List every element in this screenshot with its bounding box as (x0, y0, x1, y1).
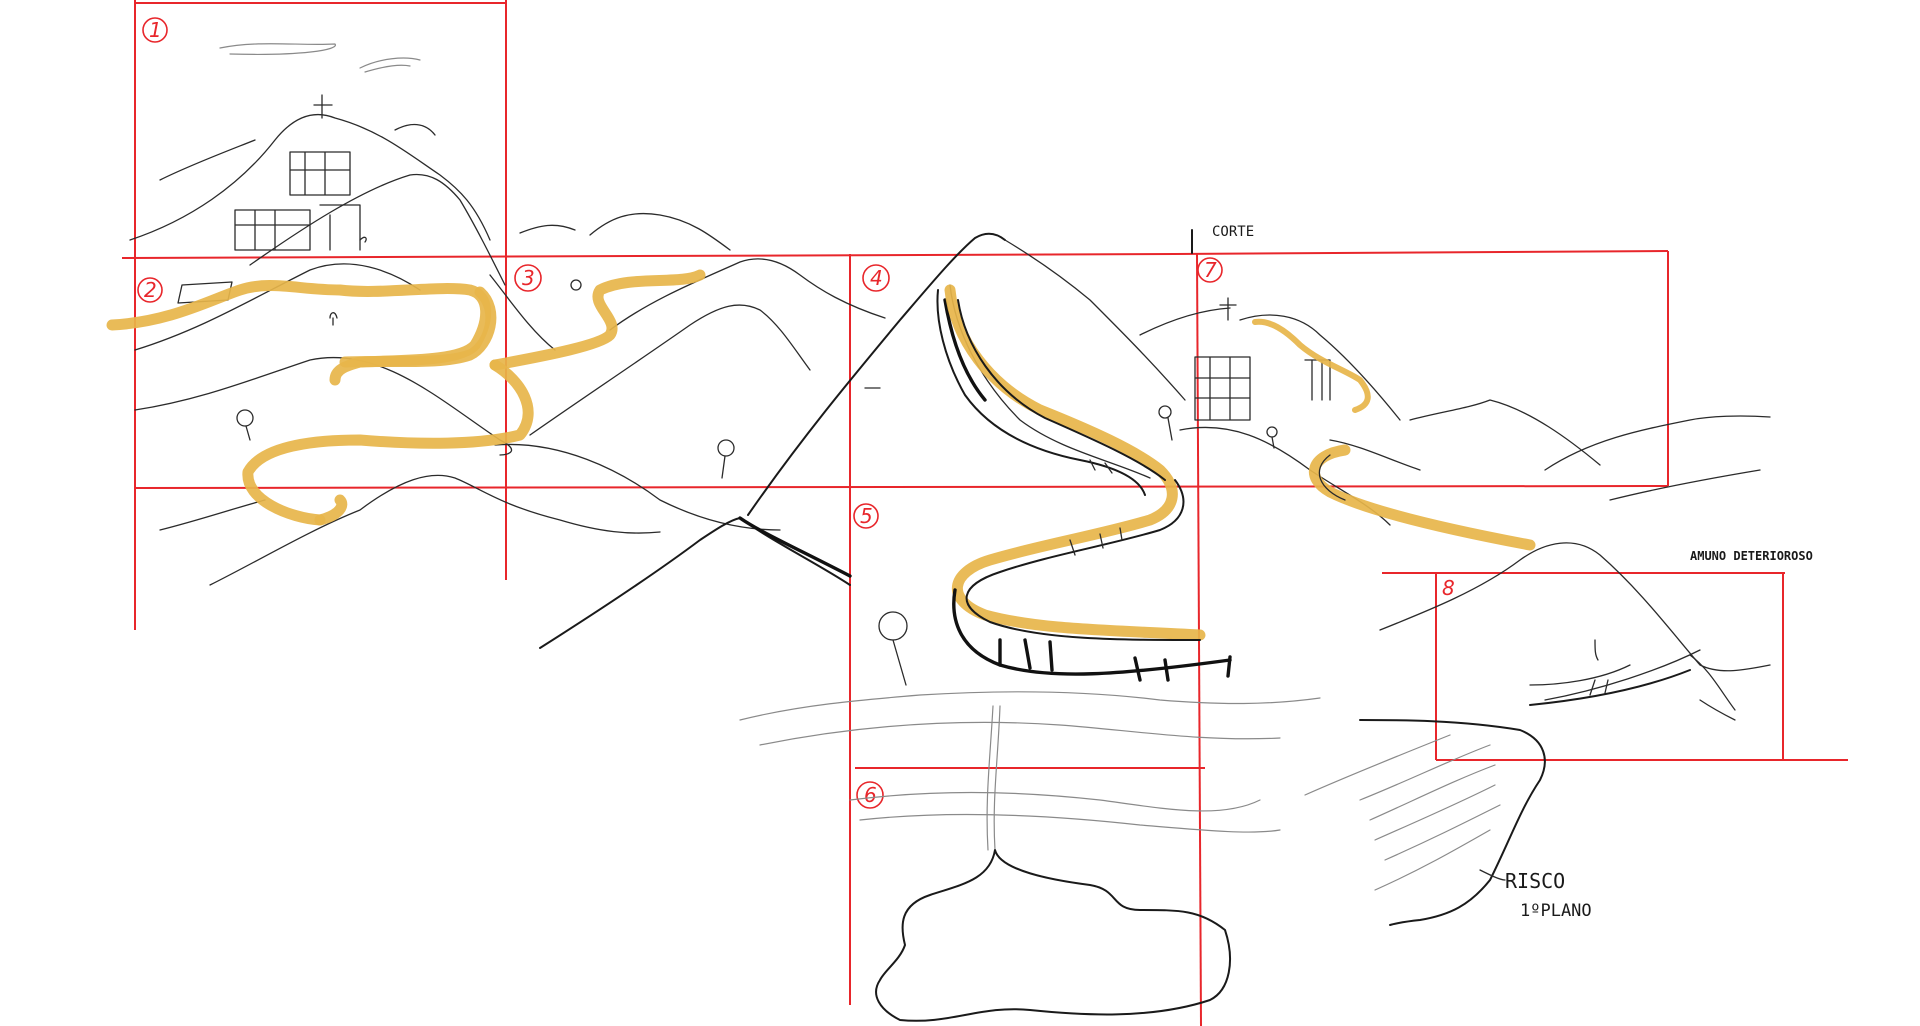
panel-number-3: 3 (514, 264, 542, 292)
panel-number-5: 5 (853, 503, 879, 529)
panel-numbers: 1 2 3 4 5 6 7 8 (137, 17, 1455, 809)
panel-number-8: 8 (1442, 576, 1455, 600)
svg-text:1: 1 (149, 18, 162, 42)
panel-3-sketch (494, 258, 886, 531)
panel-5-6-sketch (739, 611, 1321, 1022)
plano-label: 1ºPLANO (1520, 901, 1592, 921)
panel-1-sketch (129, 43, 506, 286)
svg-text:2: 2 (144, 278, 157, 302)
risco-label: RISCO (1505, 869, 1565, 893)
panel-8-sketch (1379, 542, 1771, 721)
panel-2-sketch (134, 212, 731, 586)
road-left-panels (106, 269, 706, 526)
svg-text:4: 4 (870, 266, 883, 290)
svg-text:7: 7 (1204, 258, 1217, 282)
panel-number-1: 1 (142, 17, 168, 43)
svg-text:5: 5 (860, 504, 873, 528)
panel-frames (121, 0, 1848, 1026)
panel-number-7: 7 (1197, 257, 1223, 283)
panel-number-2: 2 (137, 277, 163, 303)
corte-label: CORTE (1212, 224, 1254, 240)
frame-row2-bottom (134, 485, 1669, 489)
annotations: CORTE AMUNO DETERIOROSO RISCO 1ºPLANO (1191, 224, 1813, 921)
frame-row2-top (121, 253, 1176, 259)
panel-7-sketch (1139, 297, 1771, 551)
amuno-label: AMUNO DETERIOROSO (1690, 549, 1813, 563)
panel-number-6: 6 (856, 781, 884, 809)
panel-4-sketch (539, 232, 1232, 682)
svg-text:3: 3 (522, 266, 535, 290)
frame-7-top (1174, 250, 1669, 255)
svg-text:6: 6 (864, 783, 877, 807)
panel-number-4: 4 (862, 264, 890, 292)
svg-text:8: 8 (1442, 576, 1455, 600)
cliff-foreground-sketch (1304, 719, 1546, 926)
